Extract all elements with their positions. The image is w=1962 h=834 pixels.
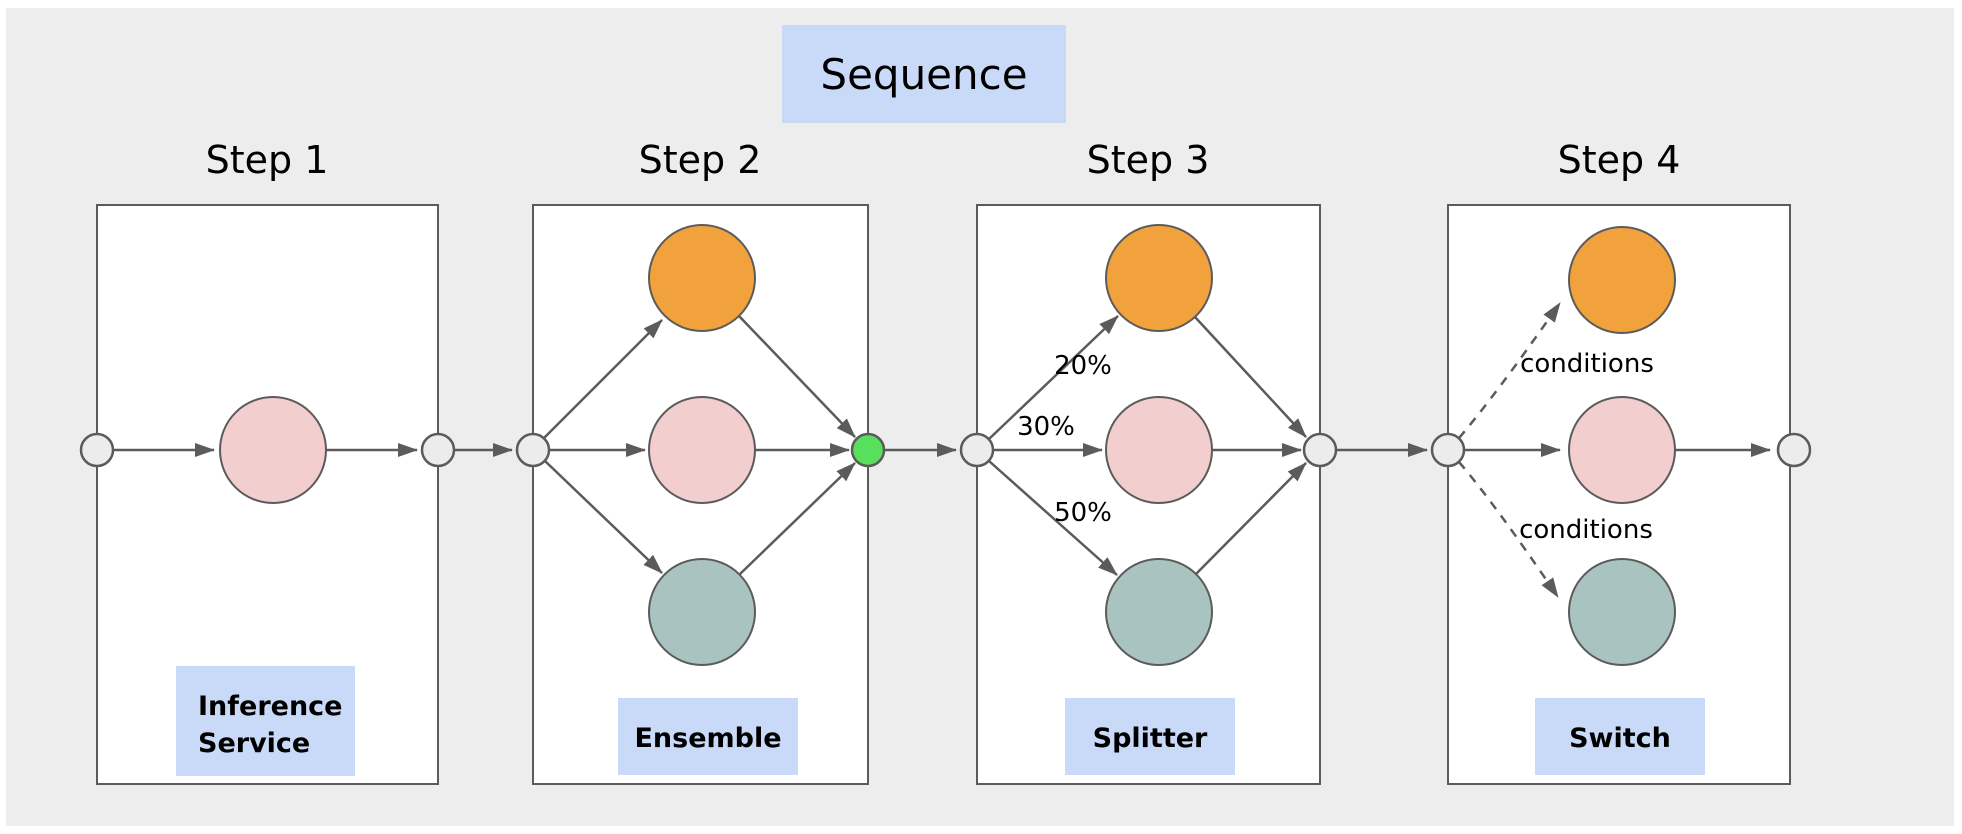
edge-step3-orange-to-out [1194,316,1307,438]
edge-step4-in-to-orange-dashed [1458,302,1562,439]
step4-conditions-label-bottom: conditions [1519,515,1653,545]
step3-branch-label-bottom: 50% [1054,498,1112,528]
step3-input-port [959,432,995,468]
step4-pink-node [1568,396,1676,504]
edge-step2-orange-to-out [738,315,856,438]
edge-step3-in-to-orange [988,315,1119,440]
step2-teal-node [648,558,756,666]
step4-conditions-label-top: conditions [1520,349,1654,379]
step4-orange-node [1568,226,1676,334]
step-1-title: Step 1 [206,138,329,182]
edge-step2-in-to-teal [544,460,663,574]
step3-output-port [1302,432,1338,468]
edge-step4-in-to-teal-dashed [1458,461,1560,598]
step1-label-box [176,666,355,776]
step3-label-box [1065,698,1235,775]
step4-teal-node [1568,558,1676,666]
step2-input-port [515,432,551,468]
edge-step2-teal-to-out [739,462,856,575]
step-2-title: Step 2 [639,138,762,182]
step2-label-box [618,698,798,775]
edge-step3-teal-to-out [1195,462,1307,575]
step1-label-line1: Inference [198,691,343,722]
edge-step3-in-to-teal [988,460,1118,576]
step2-label: Ensemble [634,723,781,754]
step1-output-port [420,432,456,468]
step4-input-port [1430,432,1466,468]
step1-label-line2: Service [198,728,310,759]
step3-orange-node [1105,224,1213,332]
step1-input-port [79,432,115,468]
step3-label: Splitter [1093,723,1208,754]
step2-pink-node [648,396,756,504]
step3-branch-label-top: 20% [1054,351,1112,381]
step4-output-port [1776,432,1812,468]
step3-pink-node [1105,396,1213,504]
step-3-title: Step 3 [1087,138,1210,182]
step2-orange-node [648,224,756,332]
step4-label-box [1535,698,1705,775]
step2-output-port-green [850,432,886,468]
edge-step2-in-to-orange [543,319,663,439]
step-4-title: Step 4 [1558,138,1681,182]
sequence-title-box [782,25,1066,123]
step3-teal-node [1105,558,1213,666]
step4-label: Switch [1569,723,1671,754]
step3-branch-label-middle: 30% [1017,412,1075,442]
step1-pink-node [219,396,327,504]
sequence-title: Sequence [820,50,1027,99]
